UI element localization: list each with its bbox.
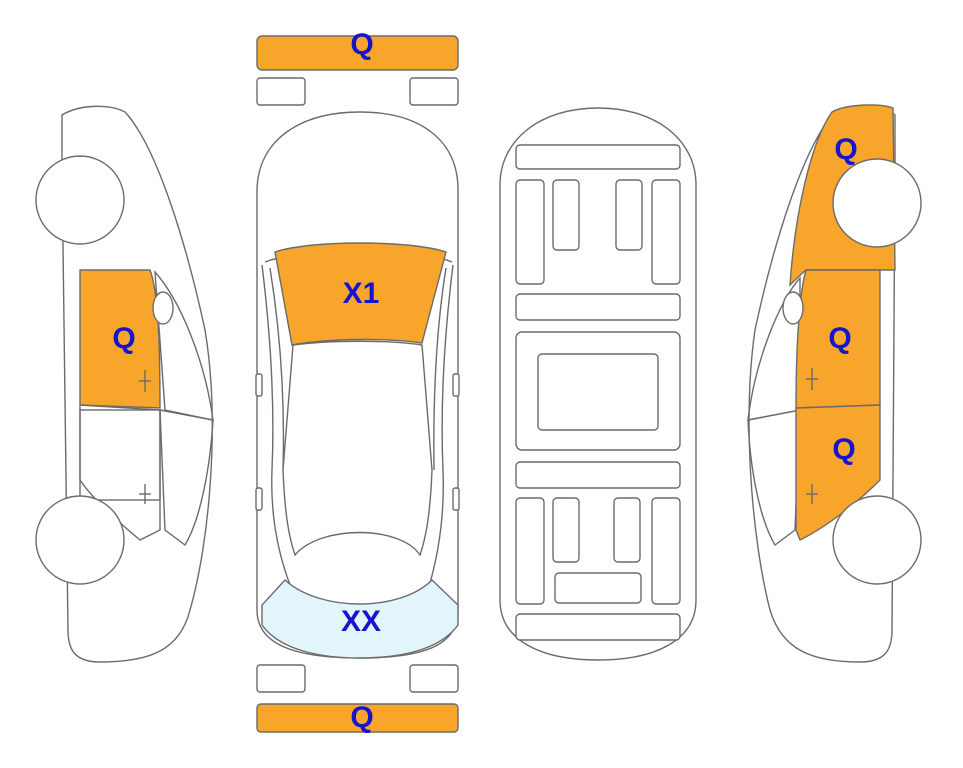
front-left-light [256,77,306,106]
rear-window[interactable] [261,579,459,659]
left-rear-wheel [35,495,125,585]
top-roof-outline [282,340,433,557]
right-rear-wheel [832,495,922,585]
left-front-wheel [35,155,125,245]
left-front-door[interactable] [79,269,161,409]
rear-bumper[interactable] [256,703,459,733]
rear-right-light [409,664,459,693]
front-right-light [409,77,459,106]
windshield-label: X1 [343,277,380,310]
front-bumper[interactable] [256,35,459,71]
underbody-view [499,107,697,661]
right-rear-door-label: Q [832,433,855,466]
rear-window-label: XX [341,605,381,638]
front-bumper-label: Q [350,28,373,61]
right-front-door-label: Q [828,322,851,355]
windshield[interactable] [274,242,447,346]
top-view [255,35,460,733]
right-front-wheel [832,158,922,248]
rear-left-light [256,664,306,693]
rear-bumper-label: Q [350,701,373,734]
left-front-door-label: Q [112,322,135,355]
right-side-view [747,104,922,663]
left-side-view [35,105,214,663]
right-hood-fender-label: Q [834,133,857,166]
